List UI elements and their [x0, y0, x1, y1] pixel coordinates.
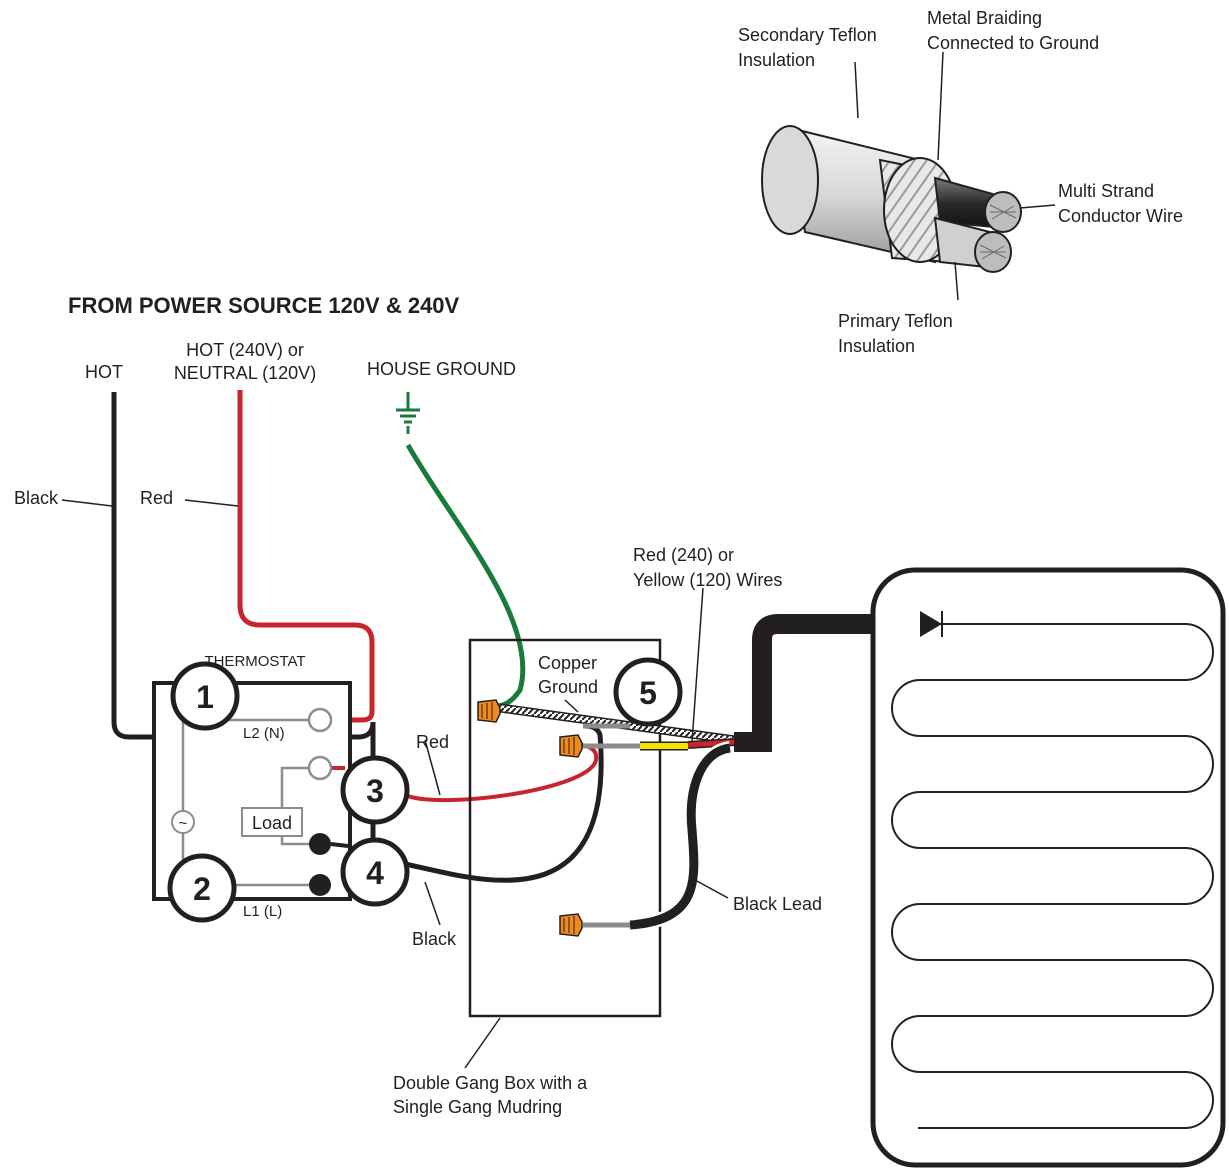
- terminal-l2: [307, 707, 333, 733]
- black-hot-wire: [111, 392, 376, 851]
- house-ground-icon: [396, 392, 420, 434]
- hot-neutral-label-line2: NEUTRAL (120V): [174, 363, 316, 383]
- copper-ground-label-line2: Ground: [538, 677, 598, 697]
- step-3-number: 3: [366, 773, 384, 809]
- step-1-circle: [170, 661, 240, 731]
- step-5-number: 5: [639, 675, 657, 711]
- red-hot-neutral-wire: [237, 390, 375, 723]
- cable-illustration: [761, 51, 1056, 301]
- ac-symbol: ~: [179, 815, 188, 832]
- junction-box-label-line1: Double Gang Box with a: [393, 1073, 588, 1093]
- hot-label: HOT: [85, 362, 123, 382]
- source-wires: [61, 390, 526, 851]
- cable-entry-arrow: [920, 611, 942, 637]
- braiding-line1: Metal Braiding: [927, 8, 1042, 28]
- load-box: [241, 807, 303, 837]
- black-lead-gap: [629, 741, 732, 932]
- terminal-l1: [309, 874, 331, 896]
- green-ground-wire: [405, 443, 526, 709]
- black-label-leader: [61, 499, 113, 507]
- hot-neutral-label-line1: HOT (240V) or: [186, 340, 304, 360]
- primary-insulation-line2: Insulation: [838, 336, 915, 356]
- braiding-line2: Connected to Ground: [927, 33, 1099, 53]
- heating-mat: [870, 567, 1226, 1168]
- secondary-insulation-line2: Insulation: [738, 50, 815, 70]
- black-lead-label: Black Lead: [733, 894, 822, 914]
- cable-leader-lines: [854, 51, 1056, 301]
- red-label-leader: [184, 499, 239, 507]
- copper-ground-label-line1: Copper: [538, 653, 597, 673]
- strand-lines: [979, 204, 1017, 260]
- red-source-label: Red: [140, 488, 173, 508]
- terminal-load-red: [307, 755, 333, 781]
- conductor-line2: Conductor Wire: [1058, 206, 1183, 226]
- primary-insulation-line1: Primary Teflon: [838, 311, 953, 331]
- junction-box-label-line2: Single Gang Mudring: [393, 1097, 562, 1117]
- black-thermostat-label: Black: [412, 929, 457, 949]
- junction-box-leader: [464, 1017, 501, 1069]
- terminal-load-black: [309, 833, 331, 855]
- secondary-insulation-line1: Secondary Teflon: [738, 25, 877, 45]
- black-lead-leader: [694, 879, 729, 899]
- load-label: Load: [252, 813, 292, 833]
- internal-circuit: [181, 718, 320, 887]
- black-lead-cable: [629, 743, 731, 930]
- load-circuit: [280, 766, 320, 846]
- red-wire-leader: [424, 739, 441, 796]
- step-markers: [167, 657, 683, 923]
- step-4-circle: [340, 837, 410, 907]
- heating-cable-main: [734, 614, 930, 752]
- header-title: FROM POWER SOURCE 120V & 240V: [68, 293, 460, 318]
- black-source-label: Black: [14, 488, 59, 508]
- red-yellow-label-line1: Red (240) or: [633, 545, 734, 565]
- terminal-l1-label: L1 (L): [243, 903, 282, 920]
- junction-box-outline: [468, 638, 662, 1018]
- step-3-circle: [340, 755, 410, 825]
- step-1-number: 1: [196, 679, 214, 715]
- heating-mat-outline: [870, 567, 1226, 1168]
- ac-source-icon: [171, 810, 195, 834]
- wire-nut-red: [559, 734, 583, 758]
- wire-nuts: [477, 699, 583, 937]
- wire-nut-ground: [477, 699, 501, 723]
- house-ground-label: HOUSE GROUND: [367, 359, 516, 379]
- heating-element-serpentine: [891, 623, 1214, 1129]
- step-5-circle: [613, 657, 683, 727]
- step-2-circle: [167, 853, 237, 923]
- red-load-wire: [404, 743, 599, 803]
- outer-insulation-end: [761, 125, 819, 235]
- wire-nut-black: [559, 913, 583, 937]
- red-yellow-label-line2: Yellow (120) Wires: [633, 570, 782, 590]
- thermostat-title: THERMOSTAT: [204, 653, 305, 670]
- conductor-line1: Multi Strand: [1058, 181, 1154, 201]
- terminal-l2-label: L2 (N): [243, 725, 285, 742]
- red-thermostat-label: Red: [416, 732, 449, 752]
- black-stub: [330, 842, 349, 848]
- red-yellow-leader: [691, 587, 704, 743]
- copper-ground-leader: [564, 699, 579, 713]
- step-4-number: 4: [366, 855, 384, 891]
- black-wire-leader: [424, 881, 441, 926]
- step-2-number: 2: [193, 871, 211, 907]
- junction-box: [464, 638, 662, 1069]
